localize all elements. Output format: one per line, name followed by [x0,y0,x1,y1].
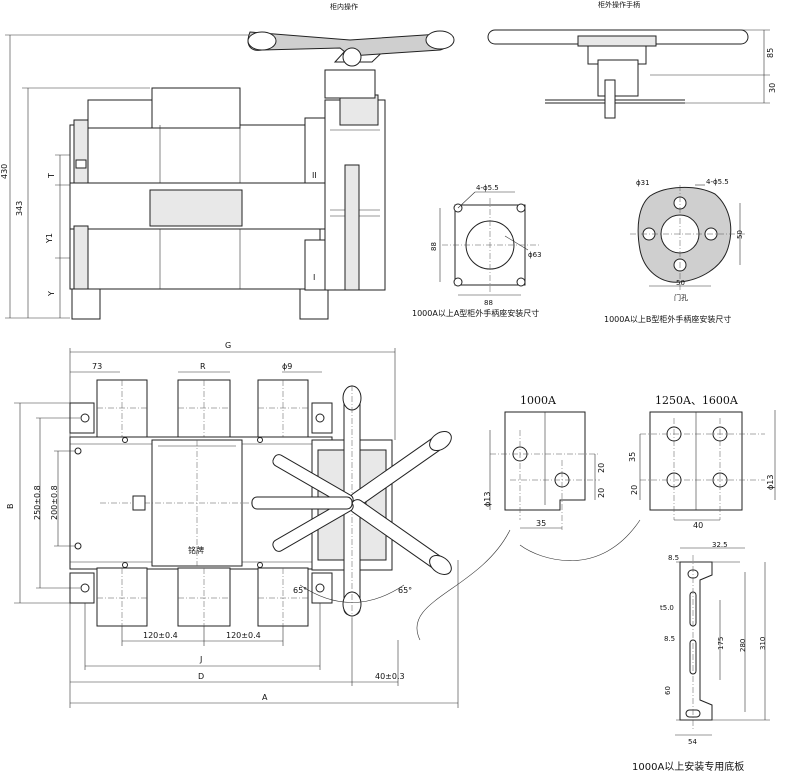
roman-1: I [313,273,315,282]
dim-430: 430 [0,164,9,179]
dim-A: A [262,693,268,702]
dim-60: 60 [664,686,672,695]
label-1000a: 1000A [520,394,557,407]
dim-Y: Y [47,291,56,297]
dim-120-b: 120±0.4 [226,631,261,640]
dim-phi13-b: ϕ13 [766,475,775,490]
dim-250: 250±0.8 [33,485,42,520]
dim-54: 54 [688,738,697,746]
dim-175: 175 [717,637,725,650]
dim-343: 343 [15,201,24,216]
caption-b: 1000A以上B型柜外手柄座安装尺寸 [604,314,731,324]
dim-t5: t5.0 [660,604,674,612]
base-plate: 8.5 32.5 t5.0 8.5 175 280 310 60 54 1000… [632,541,770,773]
dim-32-5: 32.5 [712,541,728,549]
dim-phi63: ϕ63 [528,251,542,259]
side-view: 430 343 T Y1 Y II I [0,30,455,320]
dim-35-b: 35 [628,452,637,462]
dim-50-h: 50 [676,279,685,287]
dim-B: B [6,504,15,510]
label-nameplate: 铭牌 [188,545,204,555]
label-1250a: 1250A、1600A [655,394,739,407]
dim-phi9: ϕ9 [282,362,292,371]
dim-20-a1: 20 [597,463,606,473]
label-outer-handle: 柜外操作手柄 [598,0,640,9]
dim-35-a: 35 [536,519,546,528]
terminal-1250a: 1250A、1600A 35 20 ϕ13 40 [628,394,776,530]
dim-40-03: 40±0.3 [375,672,405,681]
roman-2: II [312,171,317,180]
caption-base-plate: 1000A以上安装专用底板 [632,760,744,773]
dim-73: 73 [92,362,102,371]
dim-D: D [198,672,204,681]
dim-20-b: 20 [630,485,639,495]
dim-8-5-b: 8.5 [664,635,675,643]
handle-seat-b: ϕ31 4-ϕ5.5 50 50 门孔 1000A以上B型柜外手柄座安装尺寸 [604,178,745,324]
dim-phi31: ϕ31 [636,179,650,187]
dim-R: R [200,362,206,371]
leader-curve [416,529,511,641]
handle-seat-a: 4-ϕ5.5 88 88 ϕ63 1000A以上A型柜外手柄座安装尺寸 [412,184,542,318]
label-inner-operation: 柜内操作 [330,2,358,11]
dim-8-5-a: 8.5 [668,554,679,562]
dim-88-v: 88 [430,242,438,251]
label-door-hole: 门孔 [674,293,688,302]
dim-T: T [47,173,56,179]
dim-120-a: 120±0.4 [143,631,178,640]
dim-G: G [225,341,231,350]
dim-20-a2: 20 [597,488,606,498]
front-view: G 73 R ϕ9 铭牌 [6,341,459,708]
angle-65-right: 65° [398,586,412,595]
terminal-1000a: 1000A 35 20 20 ϕ13 [483,394,606,530]
dim-30: 30 [768,83,777,93]
dim-85: 85 [766,48,775,58]
dim-310: 310 [759,637,767,650]
dim-4-phi-5-5-a: 4-ϕ5.5 [476,184,499,192]
dim-50-v: 50 [736,230,744,239]
dim-280: 280 [739,639,747,652]
outer-handle-view: 85 30 [487,29,777,119]
caption-a: 1000A以上A型柜外手柄座安装尺寸 [412,308,539,318]
dim-40-b: 40 [693,521,703,530]
dim-phi13-a: ϕ13 [483,492,492,507]
dim-200: 200±0.8 [50,485,59,520]
dim-4-phi-5-5-b: 4-ϕ5.5 [706,178,729,186]
angle-65-left: 65° [293,586,307,595]
dim-Y1: Y1 [45,233,54,244]
dim-J: J [199,655,202,664]
dim-88-h: 88 [484,299,493,307]
